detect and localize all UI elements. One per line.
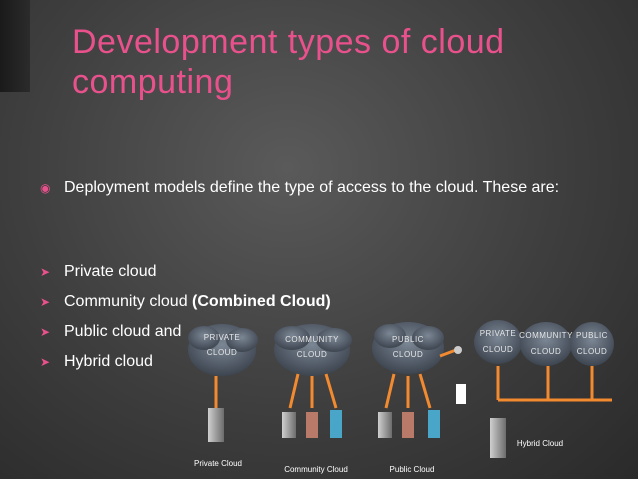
bullet-item: ➤ Community cloud (Combined Cloud) — [40, 292, 331, 312]
building-icon — [306, 412, 318, 438]
hybrid-arrows — [496, 366, 612, 402]
private-cloud-caption: Private Cloud — [194, 459, 242, 468]
bullet-item: ◉ Deployment models define the type of a… — [40, 178, 600, 198]
public-cloud-icon — [372, 322, 444, 374]
bullet-text: Community cloud (Combined Cloud) — [64, 292, 331, 312]
community-cloud-caption: Community Cloud — [284, 465, 348, 474]
building-icon — [208, 408, 224, 442]
hybrid-community-label-line2: CLOUD — [531, 347, 562, 356]
bullet-text-bold: (Combined Cloud) — [192, 293, 331, 310]
hybrid-public-label-line1: PUBLIC — [576, 331, 608, 340]
public-cloud-label-line2: CLOUD — [393, 350, 424, 359]
target-bullet-icon: ◉ — [40, 181, 51, 195]
hybrid-public-label-line2: CLOUD — [577, 347, 608, 356]
person-icon — [456, 384, 466, 404]
slide-title: Development types of cloud computing — [72, 23, 505, 101]
community-cloud-label-line1: COMMUNITY — [285, 335, 339, 344]
bullet-item: ➤ Private cloud — [40, 262, 157, 282]
arrow-bullet-icon: ➤ — [40, 265, 51, 279]
arrow-bullet-icon: ➤ — [40, 295, 51, 309]
building-icon — [428, 410, 440, 438]
community-cloud-label-line2: CLOUD — [297, 350, 328, 359]
bullet-text: Hybrid cloud — [64, 353, 153, 370]
bullet-text: Public cloud and — [64, 323, 182, 340]
hybrid-community-label-line1: COMMUNITY — [519, 331, 573, 340]
hybrid-public-cloud-icon — [570, 322, 614, 366]
public-arrows — [384, 348, 457, 409]
hybrid-private-label-line1: PRIVATE — [480, 329, 517, 338]
private-cloud-icon — [188, 324, 258, 376]
private-cloud-label-line2: CLOUD — [207, 348, 238, 357]
building-icon — [402, 412, 414, 438]
hybrid-private-label-line2: CLOUD — [483, 345, 514, 354]
community-cloud-icon — [274, 324, 352, 376]
bullet-item: ➤ Hybrid cloud — [40, 352, 153, 372]
person-icon — [454, 346, 462, 354]
hybrid-private-cloud-icon — [474, 320, 522, 364]
arrow-bullet-icon: ➤ — [40, 325, 51, 339]
building-icon — [282, 412, 296, 438]
bullet-text: Private cloud — [64, 263, 157, 280]
building-icon — [330, 410, 342, 438]
public-cloud-label-line1: PUBLIC — [392, 335, 424, 344]
bullet-text-main: Community cloud — [64, 293, 193, 310]
building-icon — [490, 418, 506, 458]
community-arrows — [288, 373, 338, 409]
building-icon — [378, 412, 392, 438]
private-cloud-label-line1: PRIVATE — [204, 333, 241, 342]
arrow-bullet-icon: ➤ — [40, 355, 51, 369]
public-cloud-caption: Public Cloud — [390, 465, 435, 474]
hybrid-community-cloud-icon — [520, 322, 572, 366]
cloud-deployment-diagram: PRIVATE CLOUD COMMUNITY CLOUD PUBLIC CLO… — [188, 320, 614, 474]
bullet-item: ➤ Public cloud and — [40, 322, 181, 342]
bullet-text: Deployment models define the type of acc… — [64, 179, 560, 196]
hybrid-cloud-caption: Hybrid Cloud — [517, 439, 563, 448]
corner-accent-bar — [0, 0, 30, 92]
